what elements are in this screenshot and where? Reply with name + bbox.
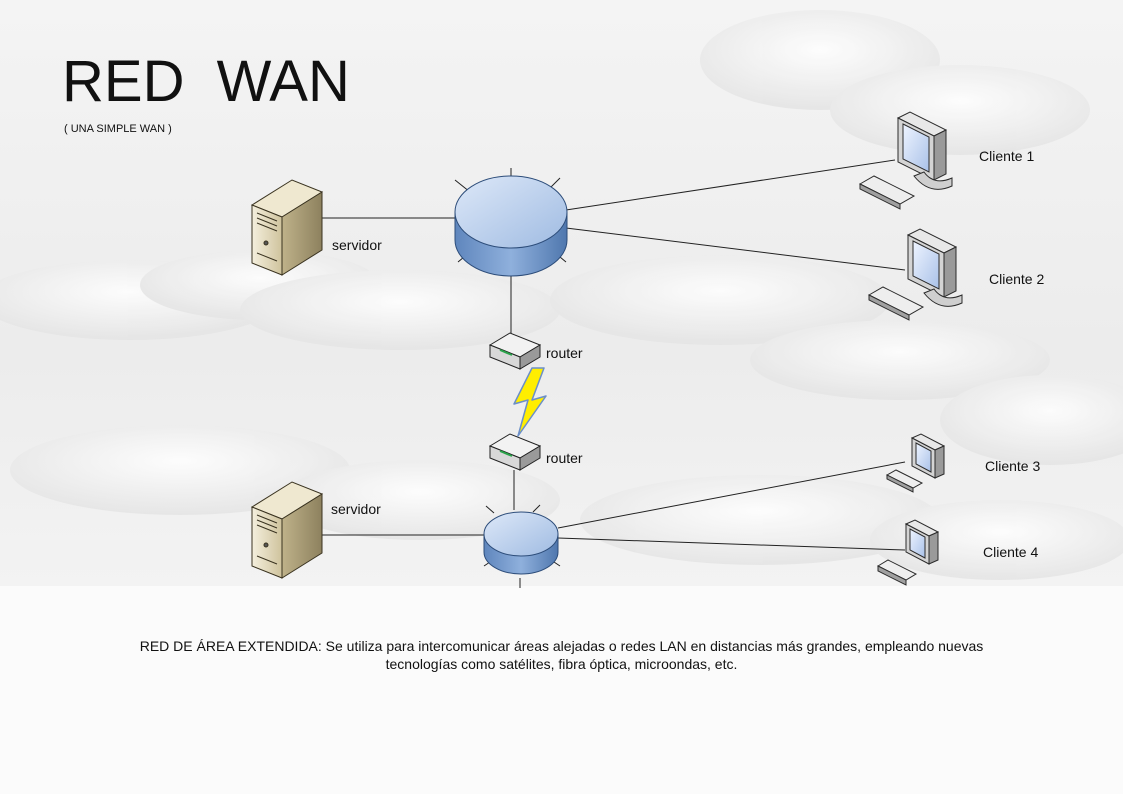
client-2-computer — [867, 228, 963, 321]
server-top — [250, 179, 324, 276]
client-1-computer — [858, 111, 953, 210]
lower-band — [0, 586, 1123, 794]
caption: RED DE ÁREA EXTENDIDA: Se utiliza para i… — [40, 637, 1083, 673]
link-hub-client1 — [565, 159, 896, 211]
caption-line-1: RED DE ÁREA EXTENDIDA: Se utiliza para i… — [139, 638, 984, 654]
server-bottom-label: servidor — [331, 501, 381, 517]
lightning-icon — [513, 367, 547, 437]
hub-top — [454, 168, 568, 288]
client-2-label: Cliente 2 — [989, 271, 1044, 287]
link-hub-client4 — [557, 537, 906, 551]
router-top — [488, 332, 542, 370]
client-3-computer — [885, 433, 946, 493]
router-bottom-label: router — [546, 450, 583, 466]
link-hub-client3 — [557, 461, 906, 529]
hub-bottom — [483, 504, 561, 588]
caption-line-2: tecnologías como satélites, fibra óptica… — [385, 656, 738, 672]
cloud-decoration — [0, 10, 1123, 580]
client-4-label: Cliente 4 — [983, 544, 1038, 560]
server-bottom — [250, 481, 324, 579]
link-hub-client2 — [565, 227, 906, 271]
client-3-label: Cliente 3 — [985, 458, 1040, 474]
diagram-subtitle: ( UNA SIMPLE WAN ) — [64, 123, 172, 135]
router-top-label: router — [546, 345, 583, 361]
client-4-computer — [876, 519, 940, 586]
router-bottom — [488, 433, 542, 471]
diagram-title: RED WAN — [62, 49, 350, 114]
client-1-label: Cliente 1 — [979, 148, 1034, 164]
server-top-label: servidor — [332, 237, 382, 253]
